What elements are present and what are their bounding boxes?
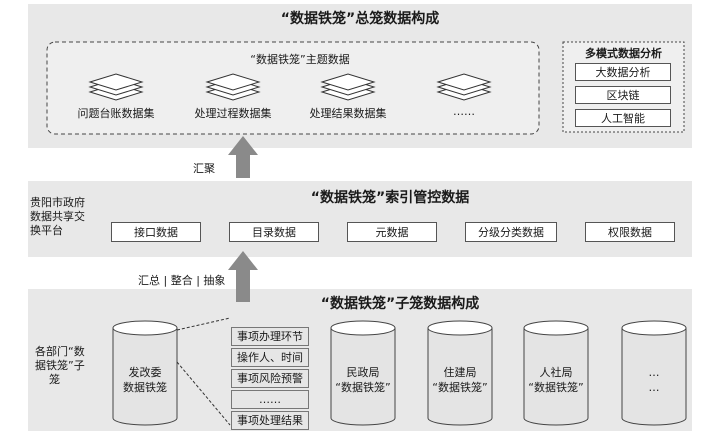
connector-bottom: [176, 361, 231, 426]
arrow-up-bottom: [228, 251, 258, 302]
cylinder-label-minzheng-line-1: 民政局: [346, 366, 380, 379]
index-box-catalog: 目录数据: [229, 222, 319, 242]
cylinder-renshe: [523, 320, 589, 426]
platform-label-line-2: 数据共享交: [30, 210, 85, 223]
middle-band: [28, 181, 692, 257]
cylinder-label-more: … …: [622, 365, 686, 395]
middle-title: “数据铁笼”索引管控数据: [310, 190, 470, 206]
bottom-title: “数据铁笼”子笼数据构成: [320, 296, 480, 312]
cylinder-label-zhujian-line-1: 住建局: [443, 366, 477, 379]
arrow-up-top: [228, 136, 258, 178]
index-box-metadata: 元数据: [347, 222, 437, 242]
cylinder-label-more-line-1: …: [648, 366, 660, 379]
analysis-item-blockchain: 区块链: [575, 86, 671, 104]
top-title: “数据铁笼”总笼数据构成: [280, 11, 440, 27]
cylinder-label-renshe: 人社局 “数据铁笼”: [518, 365, 594, 395]
cylinder-minzheng: [330, 320, 396, 426]
layer-stack-icon-4: [436, 73, 492, 101]
process-step-5: 事项处理结果: [231, 411, 309, 430]
index-box-permission: 权限数据: [585, 222, 675, 242]
cylinder-label-zhujian-line-2: “数据铁笼”: [432, 381, 488, 394]
process-step-3: 事项风险预警: [231, 369, 309, 388]
cylinder-label-renshe-line-1: 人社局: [539, 366, 573, 379]
process-step-1: 事项办理环节: [231, 327, 309, 346]
cylinder-label-minzheng: 民政局 “数据铁笼”: [325, 365, 401, 395]
analysis-title: 多模式数据分析: [585, 47, 662, 60]
dept-label-line-2: 据铁笼”子: [35, 359, 85, 372]
layer-stack-icon-1: [88, 73, 144, 101]
platform-label-line-1: 贵阳市政府: [30, 196, 85, 209]
platform-label: 贵阳市政府 数据共享交 换平台: [30, 196, 85, 238]
dept-label-line-1: 各部门“数: [35, 345, 85, 358]
dept-label-line-3: 笼: [49, 373, 60, 386]
cylinder-label-zhujian: 住建局 “数据铁笼”: [422, 365, 498, 395]
cylinder-label-minzheng-line-2: “数据铁笼”: [335, 381, 391, 394]
dataset-label-1: 问题台账数据集: [77, 107, 155, 120]
platform-label-line-3: 换平台: [30, 224, 63, 237]
dept-label: 各部门“数 据铁笼”子 笼: [35, 345, 85, 387]
cylinder-more: [621, 320, 687, 426]
layer-stack-icon-2: [205, 73, 261, 101]
analysis-item-ai: 人工智能: [575, 109, 671, 127]
theme-data-dashed-frame: [46, 41, 540, 135]
arrow-label-converge: 汇聚: [193, 162, 215, 175]
dataset-label-3: 处理结果数据集: [309, 107, 387, 120]
dataset-label-4: ……: [453, 105, 475, 118]
cylinder-label-renshe-line-2: “数据铁笼”: [528, 381, 584, 394]
theme-data-title: “数据铁笼”主题数据: [250, 53, 350, 66]
cylinder-fagaiwei: [112, 320, 178, 426]
cylinder-label-more-line-2: …: [648, 381, 660, 394]
analysis-item-bigdata: 大数据分析: [575, 63, 671, 81]
process-step-4: ……: [231, 390, 309, 409]
cylinder-label-fagaiwei: 发改委 数据铁笼: [113, 365, 177, 395]
dataset-label-2: 处理过程数据集: [194, 107, 272, 120]
layer-stack-icon-3: [320, 73, 376, 101]
index-box-classification: 分级分类数据: [465, 222, 557, 242]
cylinder-zhujian: [427, 320, 493, 426]
connector-top: [176, 317, 231, 331]
index-box-interface: 接口数据: [111, 222, 201, 242]
arrow-label-aggregate: 汇总 | 整合 | 抽象: [138, 274, 226, 287]
cylinder-label-fagaiwei-line-1: 发改委: [128, 366, 162, 379]
cylinder-label-fagaiwei-line-2: 数据铁笼: [123, 381, 167, 394]
process-step-2: 操作人、时间: [231, 348, 309, 367]
